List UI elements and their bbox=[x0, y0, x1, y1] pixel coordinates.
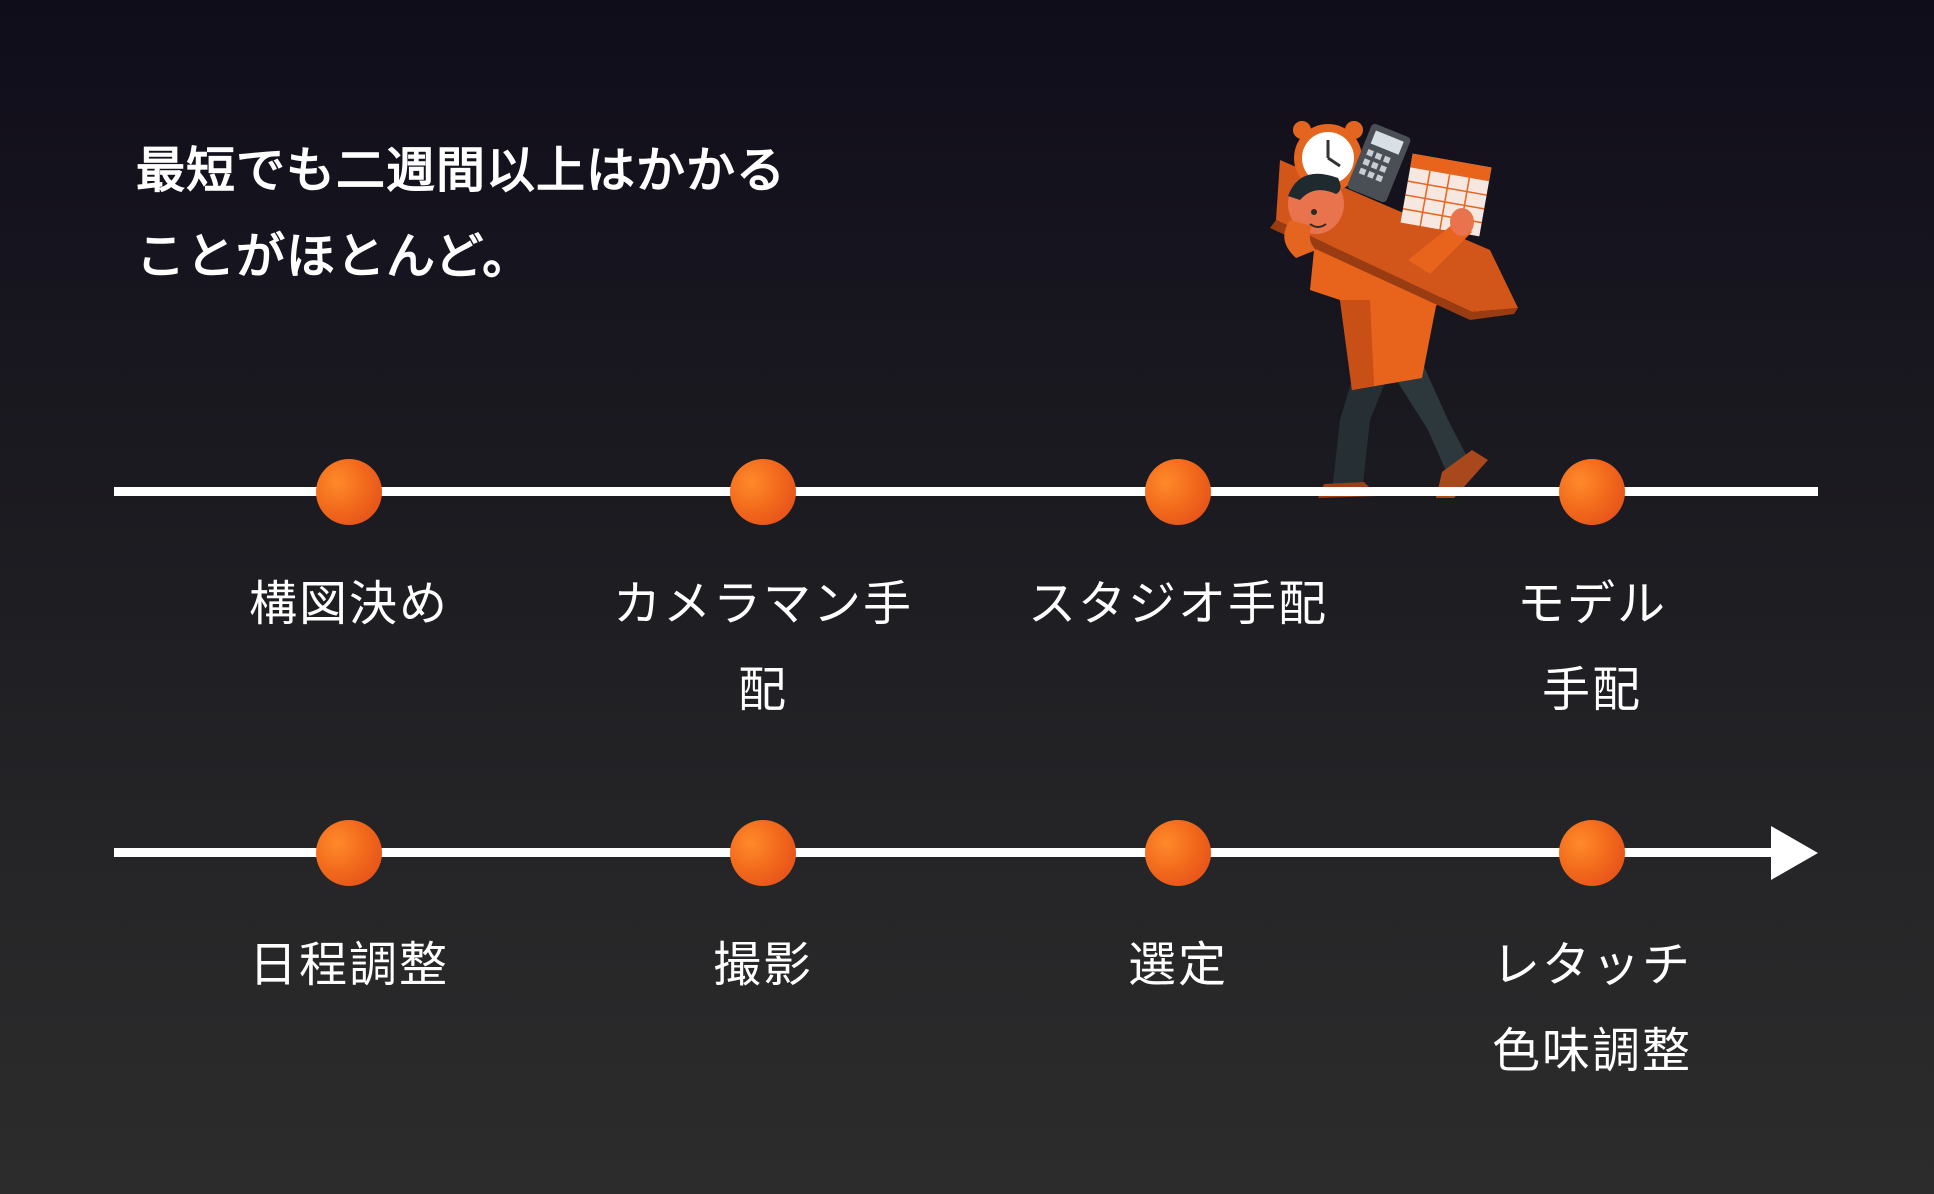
timeline-dot bbox=[730, 459, 796, 525]
step-label-line: 色味調整 bbox=[1491, 1023, 1692, 1079]
step-label-shooting: 撮影 bbox=[593, 922, 933, 1008]
step-label-photographer: カメラマン手 配 bbox=[593, 561, 933, 733]
step-label-retouch: レタッチ 色味調整 bbox=[1422, 922, 1762, 1094]
step-label-line: レタッチ bbox=[1491, 937, 1692, 993]
timeline-dot bbox=[1145, 820, 1211, 886]
timeline-dot bbox=[316, 459, 382, 525]
step-label-line: 選定 bbox=[1127, 937, 1228, 993]
step-label-selection: 選定 bbox=[1008, 922, 1348, 1008]
step-label-line: 配 bbox=[737, 662, 788, 718]
step-label-model: モデル 手配 bbox=[1422, 561, 1762, 733]
step-label-composition: 構図決め bbox=[179, 561, 519, 647]
arrow-right-icon bbox=[1771, 826, 1818, 880]
timeline-dot bbox=[1559, 459, 1625, 525]
overloaded-person-illustration bbox=[1270, 121, 1518, 498]
headline: 最短でも二週間以上はかかる ことがほとんど。 bbox=[136, 128, 786, 300]
headline-line-1: 最短でも二週間以上はかかる bbox=[136, 142, 787, 199]
timeline-dot bbox=[1145, 459, 1211, 525]
step-label-line: スタジオ手配 bbox=[1027, 576, 1328, 632]
step-label-line: モデル bbox=[1516, 576, 1667, 632]
timeline-row-1 bbox=[114, 487, 1818, 496]
timeline-row-2 bbox=[114, 848, 1774, 857]
step-label-line: 手配 bbox=[1541, 662, 1642, 718]
step-label-studio: スタジオ手配 bbox=[1008, 561, 1348, 647]
timeline-dot bbox=[1559, 820, 1625, 886]
step-label-line: 日程調整 bbox=[248, 937, 449, 993]
step-label-line: 撮影 bbox=[712, 937, 813, 993]
step-label-line: カメラマン手 bbox=[612, 576, 913, 632]
step-label-line: 構図決め bbox=[248, 576, 449, 632]
timeline-dot bbox=[316, 820, 382, 886]
timeline-dot bbox=[730, 820, 796, 886]
step-label-schedule: 日程調整 bbox=[179, 922, 519, 1008]
headline-line-2: ことがほとんど。 bbox=[136, 228, 533, 285]
